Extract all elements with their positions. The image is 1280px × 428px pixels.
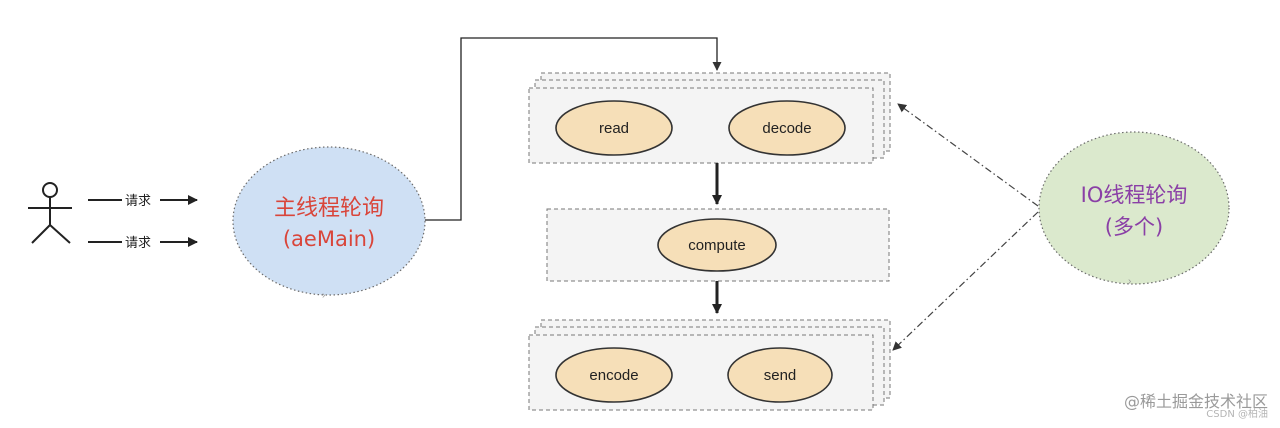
io-to-read-arrow — [897, 103, 1039, 207]
io-loop-title: IO线程轮询 — [1081, 183, 1188, 207]
main-loop-node: 主线程轮询 (aeMain) › — [232, 146, 426, 301]
encode-send-panel: encode send — [528, 319, 891, 411]
main-loop-subtitle: (aeMain) — [283, 227, 375, 251]
compute-node — [657, 218, 777, 272]
read-node — [555, 100, 673, 156]
watermark-sub: CSDN @柏油 — [1206, 407, 1268, 420]
request-arrow-1: 请求 — [88, 194, 198, 209]
io-loop-node: IO线程轮询 (多个) › — [1038, 131, 1230, 287]
dispatch-connector — [425, 37, 722, 221]
chevron-icon: › — [322, 290, 325, 301]
watermark-main: @稀土掘金技术社区 — [1124, 392, 1268, 411]
decode-label: decode — [762, 120, 811, 137]
read-decode-panel: read decode — [528, 72, 891, 164]
encode-node — [555, 347, 673, 403]
request-label-1: 请求 — [125, 194, 151, 209]
send-label: send — [764, 367, 797, 384]
compute-panel: compute — [546, 208, 890, 282]
io-loop-subtitle: (多个) — [1105, 215, 1163, 239]
request-arrow-2: 请求 — [88, 236, 198, 251]
decode-node — [728, 100, 846, 156]
main-loop-title: 主线程轮询 — [274, 196, 384, 221]
read-label: read — [599, 120, 629, 137]
chevron-icon: › — [1128, 276, 1131, 287]
encode-label: encode — [589, 367, 638, 384]
send-node — [727, 347, 833, 403]
io-to-send-arrow — [892, 211, 1039, 351]
compute-label: compute — [688, 237, 746, 254]
user-icon — [28, 182, 72, 244]
request-label-2: 请求 — [125, 236, 151, 251]
